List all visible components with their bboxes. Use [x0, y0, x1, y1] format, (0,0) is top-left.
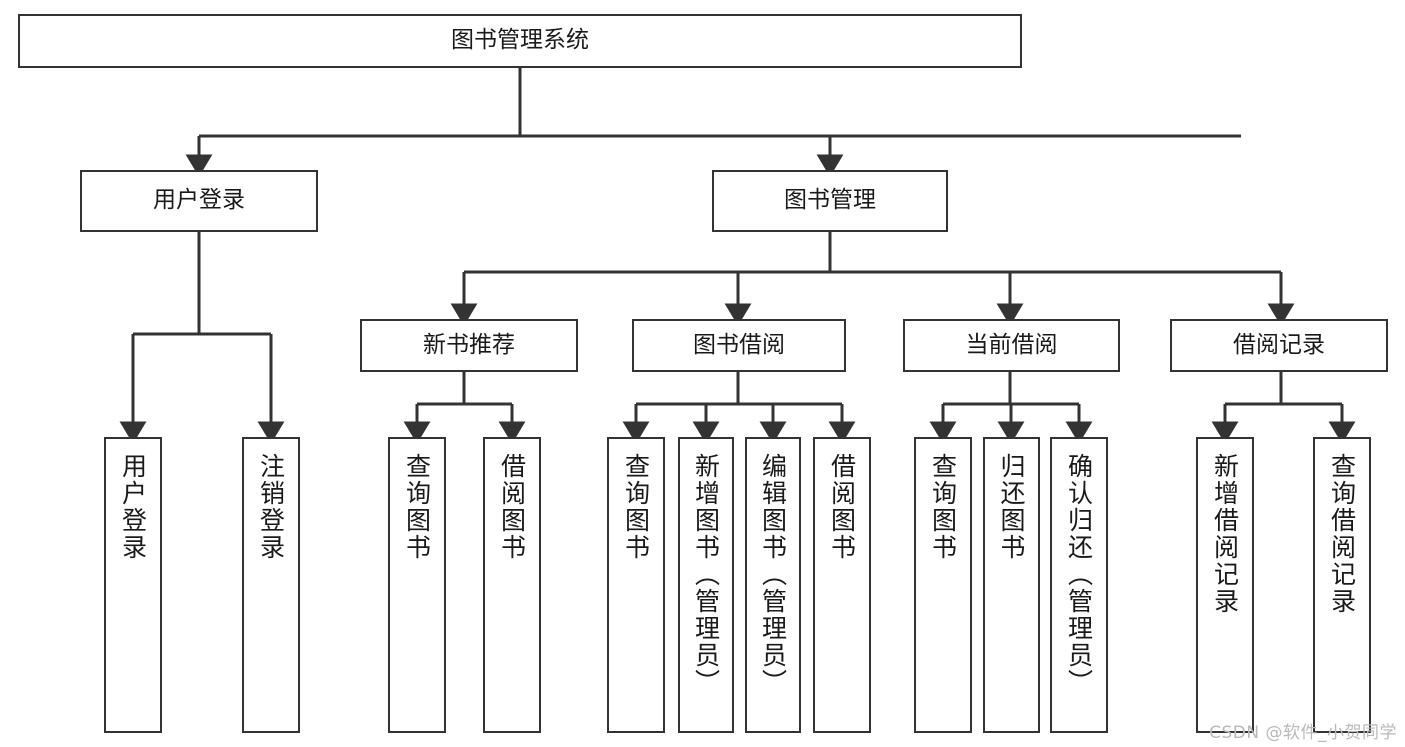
node-label: 查询图书	[402, 453, 432, 561]
node-label: 新书推荐	[423, 331, 515, 358]
node-label: 当前借阅	[965, 331, 1058, 358]
node-current-borrow[interactable]: 当前借阅	[903, 319, 1120, 372]
node-label: 借阅图书	[497, 453, 527, 561]
node-leaf-current-borrow-confirm-return[interactable]: 确认归还（管理员）	[1050, 437, 1108, 733]
node-leaf-borrow-record-query[interactable]: 查询借阅记录	[1313, 437, 1371, 733]
node-label: 查询图书	[621, 453, 651, 561]
node-label: 图书管理	[784, 187, 876, 214]
node-label: 用户登录	[153, 187, 245, 214]
node-borrow-records[interactable]: 借阅记录	[1170, 319, 1388, 372]
csdn-watermark: CSDN @软件_小贺同学	[1209, 723, 1397, 743]
node-book-borrow[interactable]: 图书借阅	[632, 319, 846, 372]
node-leaf-current-borrow-return[interactable]: 归还图书	[983, 437, 1040, 733]
node-label: 图书借阅	[693, 331, 785, 358]
node-root-book-management-system[interactable]: 图书管理系统	[18, 14, 1022, 68]
node-book-management[interactable]: 图书管理	[712, 170, 948, 232]
node-label: 新增图书（管理员）	[691, 453, 721, 696]
node-leaf-book-borrow-add[interactable]: 新增图书（管理员）	[678, 437, 734, 733]
node-leaf-user-login-signin[interactable]: 用户登录	[104, 437, 162, 733]
node-label: 确认归还（管理员）	[1064, 453, 1094, 696]
node-label: 用户登录	[118, 453, 148, 561]
node-leaf-book-borrow-borrow[interactable]: 借阅图书	[813, 437, 871, 733]
node-label: 注销登录	[256, 453, 286, 561]
node-label: 查询借阅记录	[1327, 453, 1357, 615]
node-leaf-borrow-record-add[interactable]: 新增借阅记录	[1196, 437, 1254, 733]
node-leaf-new-book-query[interactable]: 查询图书	[388, 437, 446, 733]
node-leaf-current-borrow-query[interactable]: 查询图书	[914, 437, 972, 733]
node-label: 查询图书	[928, 453, 958, 561]
node-label: 编辑图书（管理员）	[758, 453, 788, 696]
node-label: 借阅图书	[827, 453, 857, 561]
node-label: 新增借阅记录	[1210, 453, 1240, 615]
node-leaf-book-borrow-query[interactable]: 查询图书	[607, 437, 665, 733]
node-leaf-new-book-borrow[interactable]: 借阅图书	[483, 437, 541, 733]
node-leaf-user-login-signout[interactable]: 注销登录	[242, 437, 300, 733]
node-label: 归还图书	[997, 453, 1026, 561]
node-new-book-recommend[interactable]: 新书推荐	[360, 319, 578, 372]
node-user-login[interactable]: 用户登录	[80, 170, 318, 232]
node-label: 图书管理系统	[451, 27, 589, 54]
node-label: 借阅记录	[1233, 331, 1325, 358]
node-leaf-book-borrow-edit[interactable]: 编辑图书（管理员）	[745, 437, 801, 733]
